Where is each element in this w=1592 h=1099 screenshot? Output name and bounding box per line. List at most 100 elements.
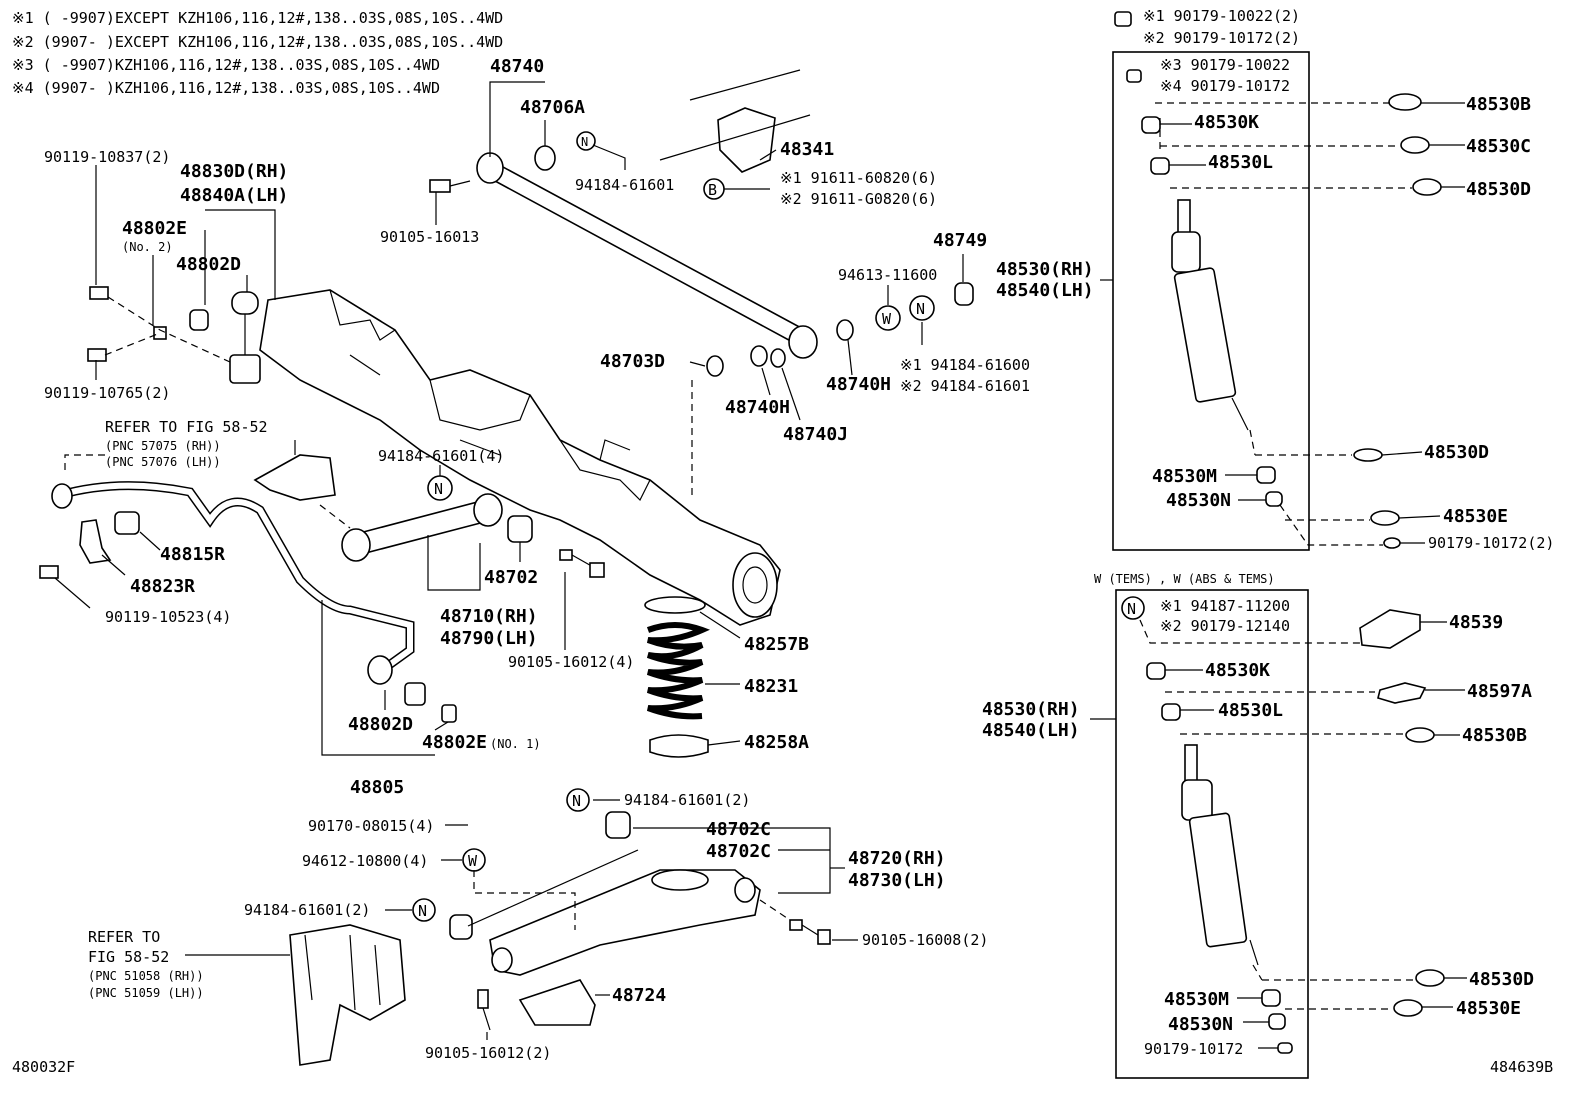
label-94612-10800: 94612-10800(4)	[302, 852, 428, 870]
label-b1-48530L: 48530L	[1208, 152, 1273, 173]
label-48805: 48805	[350, 777, 404, 798]
label-48840A: 48840A(LH)	[180, 185, 288, 206]
label-94184-61601-s2: ※2 94184-61601	[900, 377, 1030, 395]
label-48802D-top: 48802D	[176, 254, 241, 275]
label-90119-10765: 90119-10765(2)	[44, 384, 170, 402]
label-48790: 48790(LH)	[440, 628, 538, 649]
symbol-w: W	[882, 310, 892, 328]
label-90105-16013: 90105-16013	[380, 228, 479, 246]
label-top-s1: ※1 90179-10022(2)	[1143, 7, 1300, 25]
label-code-left: 480032F	[12, 1058, 75, 1076]
label-box1-s4: ※4 90179-10172	[1160, 77, 1290, 95]
lateral-rod-48740-drawing	[429, 69, 818, 359]
applicability-notes: ※1 ( -9907)EXCEPT KZH106,116,12#,138..03…	[12, 9, 503, 97]
symbol-n: N	[418, 902, 427, 920]
shock-absorber-box-1: ※1 90179-10022(2) ※2 90179-10172(2) ※3 9…	[996, 7, 1554, 552]
axle-housing-drawing	[259, 289, 781, 626]
label-48815R: 48815R	[160, 544, 225, 565]
label-48341: 48341	[780, 139, 834, 160]
label-box1-s3: ※3 90179-10022	[1160, 56, 1290, 74]
label-refer-fig-58-52: REFER TO FIG 58-52	[105, 418, 268, 436]
label-48724: 48724	[612, 985, 666, 1006]
label-b2-48597A: 48597A	[1467, 681, 1532, 702]
symbol-markers: N B W N N N W N N	[412, 131, 1145, 922]
label-b1-48530D-low: 48530D	[1424, 442, 1489, 463]
label-b2-48530RH: 48530(RH)	[982, 699, 1080, 720]
label-box2-s1: ※1 94187-11200	[1160, 597, 1290, 615]
label-box2-s2: ※2 90179-12140	[1160, 617, 1290, 635]
label-top-s2: ※2 90179-10172(2)	[1143, 29, 1300, 47]
label-fig-58-52: FIG 58-52	[88, 948, 169, 966]
symbol-b: B	[708, 181, 717, 199]
label-b2-48530N: 48530N	[1168, 1014, 1233, 1035]
shock-absorber-box-2: W (TEMS) , W (ABS & TEMS) ※1 94187-11200…	[982, 572, 1534, 1079]
label-94613-11600: 94613-11600	[838, 266, 937, 284]
label-91611-60820: ※1 91611-60820(6)	[780, 169, 937, 187]
label-refer-to: REFER TO	[88, 928, 160, 946]
label-48702C-a: 48702C	[706, 819, 771, 840]
label-48710: 48710(RH)	[440, 606, 538, 627]
label-94184-61601-2a: 94184-61601(2)	[624, 791, 750, 809]
label-90105-16008: 90105-16008(2)	[862, 931, 988, 949]
label-b2-48530M: 48530M	[1164, 989, 1229, 1010]
label-b1-48530B: 48530B	[1466, 94, 1531, 115]
label-b2-48539: 48539	[1449, 612, 1503, 633]
note-1: ※1 ( -9907)EXCEPT KZH106,116,12#,138..03…	[12, 9, 503, 27]
label-94184-61601: 94184-61601	[575, 176, 674, 194]
label-48720: 48720(RH)	[848, 848, 946, 869]
label-b1-48530N: 48530N	[1166, 490, 1231, 511]
label-b1-48530D: 48530D	[1466, 179, 1531, 200]
label-48730: 48730(LH)	[848, 870, 946, 891]
symbol-n: N	[572, 792, 581, 810]
label-code-right: 484639B	[1490, 1058, 1553, 1076]
label-48231: 48231	[744, 676, 798, 697]
label-94184-61601-2b: 94184-61601(2)	[244, 901, 370, 919]
leader-lines	[54, 81, 964, 1040]
dashed-connections	[64, 296, 791, 930]
label-pnc-57076: (PNC 57076 (LH))	[105, 455, 221, 469]
symbol-w: W	[468, 852, 478, 870]
label-90105-16012-4: 90105-16012(4)	[508, 653, 634, 671]
label-pnc-51059: (PNC 51059 (LH))	[88, 986, 204, 1000]
symbol-n: N	[434, 480, 443, 498]
label-b1-48530RH: 48530(RH)	[996, 259, 1094, 280]
label-b2-48530K: 48530K	[1205, 660, 1270, 681]
part-labels-left: 48740 48706A 94184-61601 48341 ※1 91611-…	[12, 56, 1553, 1076]
label-b2-48530E: 48530E	[1456, 998, 1521, 1019]
label-94184-61601-4: 94184-61601(4)	[378, 447, 504, 465]
label-90119-10837: 90119-10837(2)	[44, 148, 170, 166]
label-48802E-top: 48802E	[122, 218, 187, 239]
label-no2: (No. 2)	[122, 240, 173, 254]
label-48740: 48740	[490, 56, 544, 77]
label-48702C-b: 48702C	[706, 841, 771, 862]
label-pnc-51058: (PNC 51058 (RH))	[88, 969, 204, 983]
label-48802D-bottom: 48802D	[348, 714, 413, 735]
symbol-n: N	[916, 300, 925, 318]
bushings-middle	[706, 282, 974, 377]
symbol-n: N	[581, 135, 588, 149]
label-b2-90179-10172: 90179-10172	[1144, 1040, 1243, 1058]
label-w-header: W (TEMS) , W (ABS & TEMS)	[1094, 572, 1275, 586]
label-90105-16012-2: 90105-16012(2)	[425, 1044, 551, 1062]
label-b2-48530B: 48530B	[1462, 725, 1527, 746]
label-48749: 48749	[933, 230, 987, 251]
label-48740H-a: 48740H	[725, 397, 790, 418]
symbol-n: N	[1127, 600, 1136, 618]
label-90119-10523: 90119-10523(4)	[105, 608, 231, 626]
label-b2-48540LH: 48540(LH)	[982, 720, 1080, 741]
label-b1-48530K: 48530K	[1194, 112, 1259, 133]
label-48740H-b: 48740H	[826, 374, 891, 395]
note-4: ※4 (9907- )KZH106,116,12#,138..03S,08S,1…	[12, 79, 440, 97]
label-b1-48540LH: 48540(LH)	[996, 280, 1094, 301]
label-48823R: 48823R	[130, 576, 195, 597]
label-b2-48530L: 48530L	[1218, 700, 1283, 721]
note-2: ※2 (9907- )EXCEPT KZH106,116,12#,138..03…	[12, 33, 503, 51]
label-b1-48530E: 48530E	[1443, 506, 1508, 527]
lower-link-48710-drawing	[341, 493, 605, 578]
label-pnc-57075: (PNC 57075 (RH))	[105, 439, 221, 453]
label-48740J: 48740J	[783, 424, 848, 445]
label-48703D: 48703D	[600, 351, 665, 372]
stabilizer-bar-drawing	[39, 286, 457, 723]
label-no1: (NO. 1)	[490, 737, 541, 751]
